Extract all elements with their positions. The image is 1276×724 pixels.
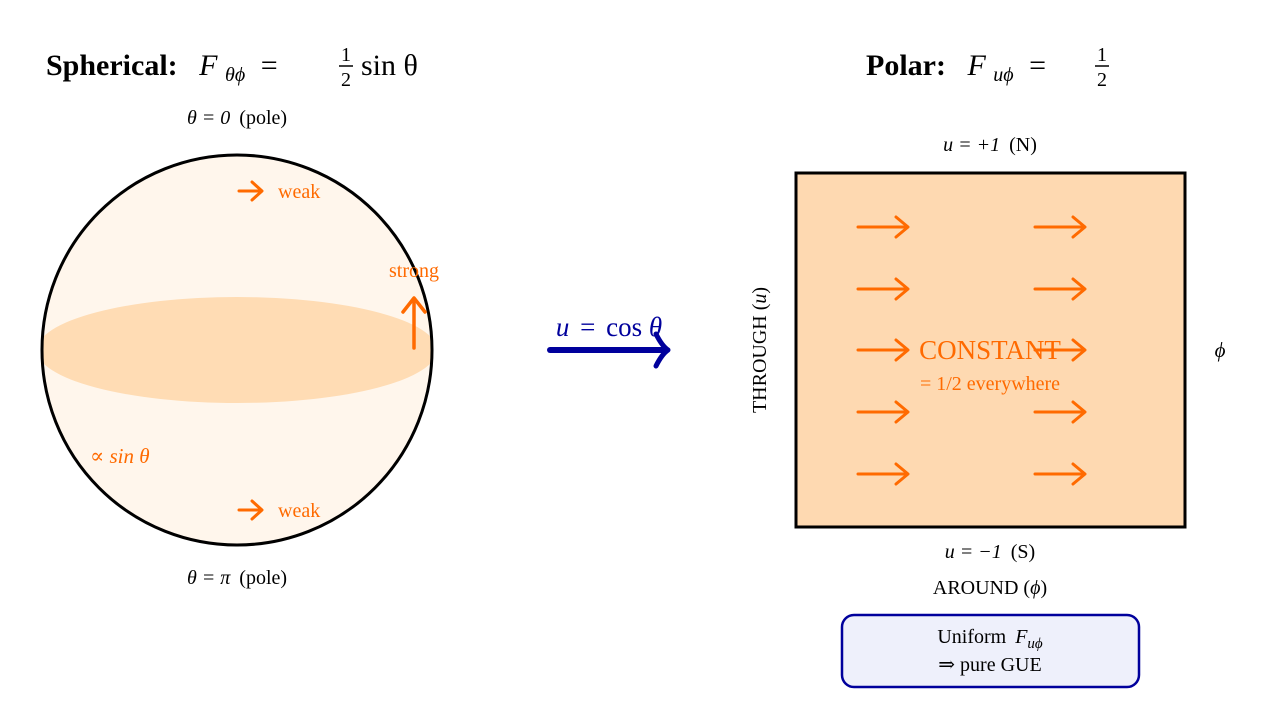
arrow-right-icon <box>856 400 910 424</box>
constant-sublabel: = 1/2 everywhere <box>920 373 1060 395</box>
phi-side-label: ϕ <box>1215 338 1226 362</box>
spherical-title-F: F <box>198 49 218 82</box>
spherical-panel: Spherical: F θϕ = 1 2 sin θ θ = 0 (pole)… <box>40 44 439 589</box>
spherical-title-den: 2 <box>341 69 351 91</box>
polar-title-num: 1 <box>1097 44 1107 66</box>
spherical-title-num: 1 <box>341 44 351 66</box>
arrow-right-icon <box>856 462 910 486</box>
top-pole-math: θ = 0 <box>187 107 230 129</box>
top-weak-label: weak <box>278 181 320 203</box>
summary-line-2: ⇒ pure GUE <box>938 654 1041 676</box>
top-weak-arrow: weak <box>237 180 320 203</box>
polar-panel: Polar: F uϕ = 1 2 u = +1 (N) u = −1 (S) … <box>749 44 1226 689</box>
north-label: u = +1 (N) <box>943 134 1037 156</box>
vertical-axis-label: THROUGH (u) <box>749 287 771 413</box>
polar-title-eq: = <box>1029 49 1046 82</box>
spherical-title-bold: Spherical: <box>46 49 178 82</box>
spherical-title-tail: sin θ <box>361 49 418 82</box>
south-label: u = −1 (S) <box>945 541 1035 563</box>
south-word: (S) <box>1011 541 1035 563</box>
arrow-right-icon <box>856 215 910 239</box>
arrow-right-icon <box>547 331 671 369</box>
summary-line-1-sub: uϕ <box>1027 636 1043 652</box>
vertical-axis-word: THROUGH ( <box>749 303 771 413</box>
bottom-pole-word: (pole) <box>239 567 287 589</box>
polar-title-den: 2 <box>1097 69 1107 91</box>
summary-box: Uniform Fuϕ ⇒ pure GUE <box>840 613 1141 689</box>
spherical-title-eq: = <box>261 49 278 82</box>
proportional-label: ∝ sin θ <box>90 444 150 468</box>
arrow-right-icon <box>1033 462 1087 486</box>
vertical-axis-close: ) <box>749 287 771 294</box>
north-math: u = +1 <box>943 134 1000 156</box>
arrow-right-icon <box>237 180 264 202</box>
equator-strong-arrow: strong <box>389 260 439 350</box>
transform-eq: = <box>580 312 595 342</box>
arrow-right-icon <box>856 277 910 301</box>
summary-box-frame <box>840 613 1141 689</box>
constant-label: CONSTANT <box>919 335 1061 365</box>
polar-title-sub: uϕ <box>993 64 1013 86</box>
arrow-right-icon <box>1033 215 1087 239</box>
arrow-right-icon <box>856 338 910 362</box>
vertical-axis-u: u <box>749 294 771 304</box>
bottom-weak-label: weak <box>278 500 320 522</box>
flux-arrows <box>856 215 1087 486</box>
summary-line-1: Uniform Fuϕ <box>937 626 1043 652</box>
bottom-pole-label: θ = π (pole) <box>187 567 287 589</box>
transform-arrow: u = cos θ <box>547 312 671 369</box>
strong-label: strong <box>389 260 439 282</box>
bottom-weak-arrow: weak <box>237 499 320 522</box>
horizontal-axis-close: ) <box>1040 577 1047 599</box>
summary-line-1-F: F <box>1014 626 1028 648</box>
spherical-title: Spherical: F θϕ = <box>46 49 278 88</box>
horizontal-axis-label: AROUND (ϕ) <box>933 577 1047 599</box>
horizontal-axis-word: AROUND ( <box>933 577 1031 599</box>
north-word: (N) <box>1009 134 1037 156</box>
transform-cos: cos <box>606 312 642 342</box>
south-math: u = −1 <box>945 541 1002 563</box>
equator-band <box>42 297 432 403</box>
sphere-outline <box>40 153 434 547</box>
horizontal-axis-phi: ϕ <box>1030 577 1040 599</box>
transform-u: u <box>556 312 570 342</box>
arrow-right-icon <box>1033 400 1087 424</box>
top-pole-label: θ = 0 (pole) <box>187 107 287 129</box>
top-pole-word: (pole) <box>239 107 287 129</box>
transform-label: u = cos θ <box>556 312 662 342</box>
polar-title-bold: Polar: <box>866 49 946 82</box>
spherical-title-sub: θϕ <box>225 64 245 86</box>
arrow-right-icon <box>237 499 264 521</box>
summary-line-1-word: Uniform <box>937 626 1006 648</box>
arrow-right-icon <box>1033 338 1087 362</box>
polar-title: Polar: F uϕ = <box>866 49 1046 88</box>
bottom-pole-math: θ = π <box>187 567 231 589</box>
polar-title-F: F <box>966 49 986 82</box>
arrow-up-icon <box>401 296 427 350</box>
arrow-right-icon <box>1033 277 1087 301</box>
